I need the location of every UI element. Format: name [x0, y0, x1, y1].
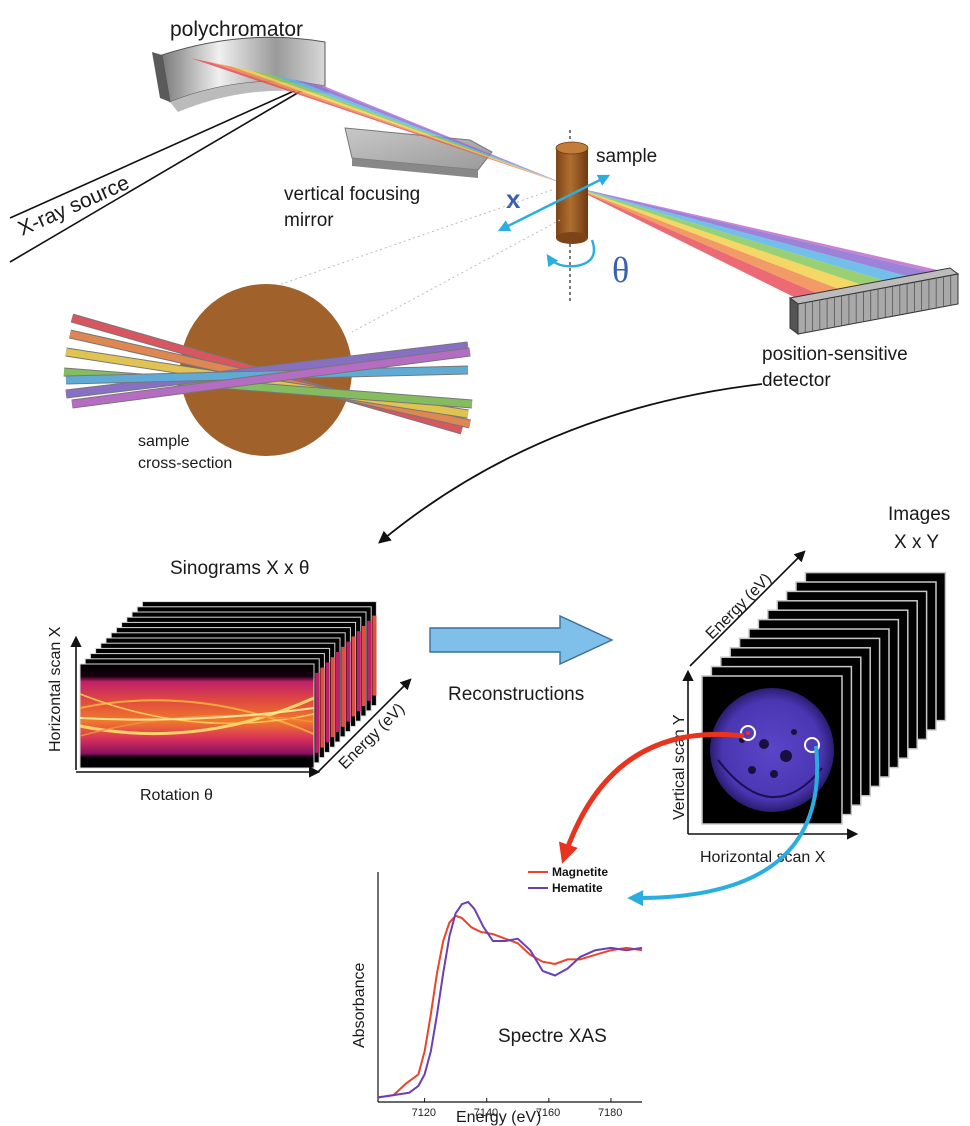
sinogram-sheet-edge: [362, 626, 366, 706]
projection-line-lower: [351, 219, 561, 333]
beam-fan-out: [570, 186, 957, 306]
sinogram-sheet-edge: [372, 615, 377, 696]
images-energy-axis: [689, 550, 806, 667]
polychromator-label: polychromator: [170, 18, 303, 41]
beam-ray-in: [190, 58, 570, 186]
reconstructed-sample-slice: [710, 688, 834, 812]
sinogram-trace: [79, 714, 315, 737]
reconstructed-image-stack: Images X x Y Energy (eV) Vertical scan Y…: [671, 504, 950, 866]
slice-dark-spot: [748, 766, 756, 774]
slice-crack: [717, 759, 823, 799]
beam-ray-out: [570, 186, 926, 286]
beam-ray-out: [570, 186, 948, 281]
beam-ray-out: [570, 186, 835, 306]
cross-section-label-line2: cross-section: [138, 455, 232, 472]
slice-dark-spot: [780, 750, 792, 762]
x-translation-arrow: [497, 174, 611, 232]
sinogram-sheet-edge: [320, 667, 325, 748]
xas-legend: Magnetite Hematite: [528, 865, 608, 895]
position-sensitive-detector: [788, 267, 960, 335]
xas-x-axis-label: Energy (eV): [456, 1109, 541, 1126]
sinogram-sheet-edge: [367, 620, 372, 701]
reconstructions-arrow: [429, 614, 614, 666]
sample-cylinder: [555, 130, 589, 302]
sinogram-trace: [79, 693, 315, 725]
beam-ray-in: [273, 75, 570, 186]
images-title-line2: X x Y: [894, 532, 939, 553]
reconstructions-step: Reconstructions: [429, 614, 614, 705]
detector-label-line2: detector: [762, 370, 831, 391]
slice-dark-spot: [759, 739, 769, 749]
sample-cross-section: [63, 284, 473, 456]
images-horizontal-scan-x-label: Horizontal scan X: [700, 849, 826, 866]
xas-series-magnetite: [377, 914, 643, 1099]
theta-symbol: θ: [612, 250, 629, 290]
hematite-roi-marker: [804, 737, 820, 753]
detector-to-sinogram-arrow: [378, 383, 763, 544]
xas-y-axis-label: Absorbance: [351, 963, 368, 1048]
slice-dark-spot: [791, 729, 797, 735]
images-title-line1: Images: [888, 504, 950, 525]
magnetite-roi-marker: [740, 725, 756, 741]
sinogram-sheet-edge: [341, 646, 346, 727]
sinogram-sheet-edge: [351, 636, 356, 717]
sino-horizontal-scan-x-label: Horizontal scan X: [47, 626, 64, 752]
xas-title: Spectre XAS: [498, 1026, 607, 1047]
legend-label-hematite: Hematite: [552, 881, 603, 895]
sinogram-trace: [79, 699, 315, 735]
mirror-label-line2: mirror: [284, 210, 334, 231]
xas-x-tick-label: 7160: [536, 1107, 560, 1119]
beam-ray-in: [231, 66, 570, 186]
beam-ray-in: [252, 71, 570, 186]
vertical-scan-y-label: Vertical scan Y: [671, 714, 688, 820]
sinogram-trace: [79, 707, 315, 721]
mirror-label-line1: vertical focusing: [284, 184, 420, 205]
xray-source-label: X-ray source: [15, 171, 133, 240]
magnetite-pointer-arrow: [558, 731, 745, 864]
cross-section-ray: [65, 342, 469, 398]
sino-energy-axis: [317, 678, 412, 773]
beam-ray-out: [570, 186, 903, 291]
sinogram-sheet-edge: [346, 641, 351, 722]
xas-x-tick-label: 7140: [474, 1107, 498, 1119]
sinograms-title: Sinograms X x θ: [170, 558, 309, 579]
beam-ray-in: [210, 62, 571, 187]
sinogram-trace: [79, 696, 315, 736]
xray-source-line-lower: [9, 77, 324, 263]
xas-x-tick-label: 7120: [412, 1107, 436, 1119]
sinogram-sheet-edge: [315, 672, 320, 753]
sample-label: sample: [596, 146, 657, 167]
sinogram-sheet-edge: [325, 662, 330, 743]
sinogram-stack: Sinograms X x θ Horizontal scan X Rotati…: [47, 558, 412, 804]
xas-x-tick-label: 7180: [598, 1107, 622, 1119]
beam-fan-in: [190, 58, 571, 187]
beam-ray-in: [315, 84, 570, 186]
slice-dark-spot: [770, 770, 778, 778]
reconstructions-label: Reconstructions: [448, 684, 584, 705]
xas-series-hematite: [377, 900, 643, 1099]
x-symbol: x: [506, 184, 521, 214]
rotation-theta-arrow: [546, 239, 596, 268]
vertical-focusing-mirror: [344, 127, 493, 178]
sinogram-sheet-edge: [336, 652, 340, 732]
rotation-theta-label: Rotation θ: [140, 787, 213, 804]
hematite-pointer-arrow: [627, 745, 820, 907]
detector-label-line1: position-sensitive: [762, 344, 908, 365]
cross-section-label-line1: sample: [138, 433, 190, 450]
beamline-section: x θ polychromator X-ray source vertical …: [9, 18, 960, 544]
beam-ray-out: [570, 186, 957, 276]
cross-section-ray: [71, 348, 471, 408]
xray-source-line-upper: [9, 77, 324, 219]
sinogram-sheet-edge: [356, 631, 361, 712]
beam-ray-in: [294, 79, 570, 186]
sinogram-sheet-edge: [330, 657, 335, 738]
magnetite-roi-dot: [746, 731, 750, 735]
beam-ray-out: [570, 186, 858, 301]
beam-ray-out: [570, 186, 880, 296]
legend-label-magnetite: Magnetite: [552, 865, 608, 879]
